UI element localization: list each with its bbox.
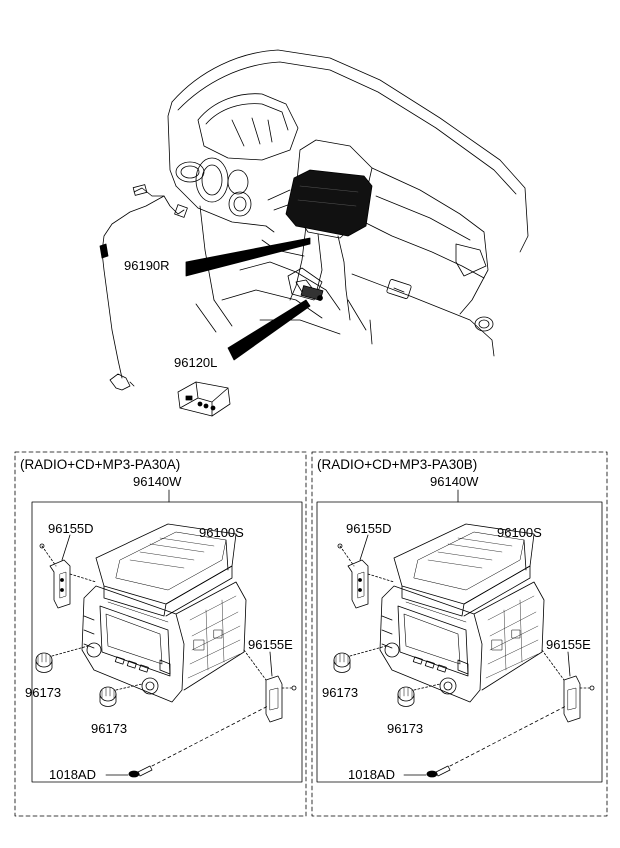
group-b-body-label: 96100S bbox=[497, 525, 542, 540]
group-b-bracket-left-label: 96155D bbox=[346, 521, 392, 536]
group-b-head-unit bbox=[333, 523, 595, 778]
group-a-frame bbox=[14, 451, 307, 817]
group-b-assembly-label: 96140W bbox=[430, 474, 479, 489]
pointer-96120L bbox=[227, 299, 311, 361]
group-a-inner-box bbox=[31, 501, 303, 783]
group-b-inner-box bbox=[316, 501, 603, 783]
group-b-header: (RADIO+CD+MP3-PA30B) bbox=[317, 457, 478, 472]
label-96190R: 96190R bbox=[124, 258, 170, 273]
label-96120L: 96120L bbox=[174, 355, 218, 370]
group-b-knob-1-label: 96173 bbox=[322, 685, 359, 700]
head-unit-location bbox=[285, 169, 373, 237]
group-a-head-unit bbox=[35, 523, 297, 778]
group-a-screw bbox=[105, 705, 269, 778]
harness-96190R bbox=[99, 184, 188, 391]
group-a-body-label: 96100S bbox=[199, 525, 244, 540]
group-a-screw-label: 1018AD bbox=[49, 767, 96, 782]
group-b-bracket-right-label: 96155E bbox=[546, 637, 591, 652]
group-a-assembly-label: 96140W bbox=[133, 474, 182, 489]
group-a-bracket-right-label: 96155E bbox=[248, 637, 293, 652]
group-a-bracket-left-label: 96155D bbox=[48, 521, 94, 536]
jack-in-console bbox=[300, 285, 324, 301]
group-a-header: (RADIO+CD+MP3-PA30A) bbox=[20, 457, 181, 472]
group-b-frame bbox=[311, 451, 608, 817]
group-b-knob-2-label: 96173 bbox=[387, 721, 424, 736]
group-b-screw-label: 1018AD bbox=[348, 767, 395, 782]
pointer-96190R bbox=[185, 237, 311, 277]
group-a-knob-1-label: 96173 bbox=[25, 685, 62, 700]
group-a-knob-2-label: 96173 bbox=[91, 721, 128, 736]
group-a-knob-2 bbox=[99, 683, 143, 707]
group-a-knob-1 bbox=[35, 645, 89, 673]
jack-96120L bbox=[177, 381, 231, 417]
